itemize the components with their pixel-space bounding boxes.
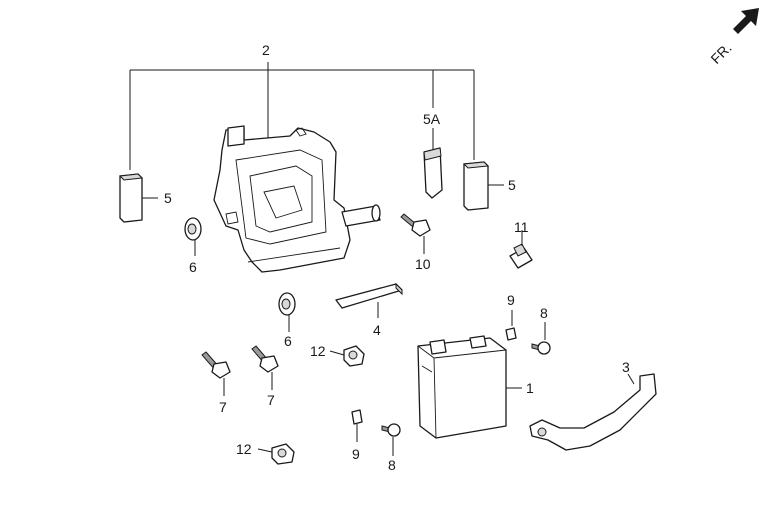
rubber-pad-left-part bbox=[118, 173, 158, 223]
assembly-bracket-lines bbox=[129, 62, 475, 170]
screw-8-lower-part bbox=[381, 423, 401, 456]
square-nut-upper-part bbox=[505, 310, 517, 341]
front-direction-indicator: FR. bbox=[707, 8, 759, 67]
callout-10: 10 bbox=[415, 256, 431, 272]
callout-1: 1 bbox=[526, 380, 534, 396]
front-arrow-icon bbox=[733, 8, 759, 34]
callout-6-upper: 6 bbox=[189, 259, 197, 275]
callout-6-lower: 6 bbox=[284, 333, 292, 349]
callout-5-left: 5 bbox=[164, 190, 172, 206]
callout-9-upper: 9 bbox=[507, 292, 515, 308]
flange-nut-lower-part bbox=[257, 443, 295, 465]
rubber-pad-5a-part bbox=[423, 147, 443, 199]
callout-7-left: 7 bbox=[219, 399, 227, 415]
bolt-10-part bbox=[400, 213, 431, 254]
rubber-pad-right-part bbox=[462, 161, 504, 211]
callout-7-right: 7 bbox=[267, 392, 275, 408]
callout-5a: 5A bbox=[423, 111, 441, 127]
battery-strap-part bbox=[529, 373, 657, 451]
grommet-lower-part bbox=[278, 292, 296, 332]
callout-2: 2 bbox=[262, 42, 270, 58]
callout-labels: 1 2 3 4 5 5 5A 6 6 7 7 8 8 9 9 10 11 12 … bbox=[164, 42, 630, 473]
callout-5-right: 5 bbox=[508, 177, 516, 193]
screw-8-upper-part bbox=[531, 322, 551, 355]
bolt-7-left-part bbox=[201, 351, 231, 396]
callout-12-lower: 12 bbox=[236, 441, 252, 457]
callout-12-upper: 12 bbox=[310, 343, 326, 359]
callout-4: 4 bbox=[373, 322, 381, 338]
front-direction-label: FR. bbox=[707, 40, 734, 67]
battery-box-part bbox=[213, 125, 381, 273]
foam-strip-4-part bbox=[335, 282, 403, 318]
flange-nut-upper-part bbox=[329, 345, 365, 367]
clip-11-part bbox=[509, 230, 533, 269]
battery-part bbox=[417, 335, 522, 439]
callout-9-lower: 9 bbox=[352, 446, 360, 462]
square-nut-lower-part bbox=[351, 409, 363, 442]
callout-3: 3 bbox=[622, 359, 630, 375]
callout-8-lower: 8 bbox=[388, 457, 396, 473]
bolt-7-right-part bbox=[251, 345, 279, 390]
grommet-upper-part bbox=[184, 217, 202, 256]
callout-11: 11 bbox=[514, 219, 529, 235]
callout-8-upper: 8 bbox=[540, 305, 548, 321]
